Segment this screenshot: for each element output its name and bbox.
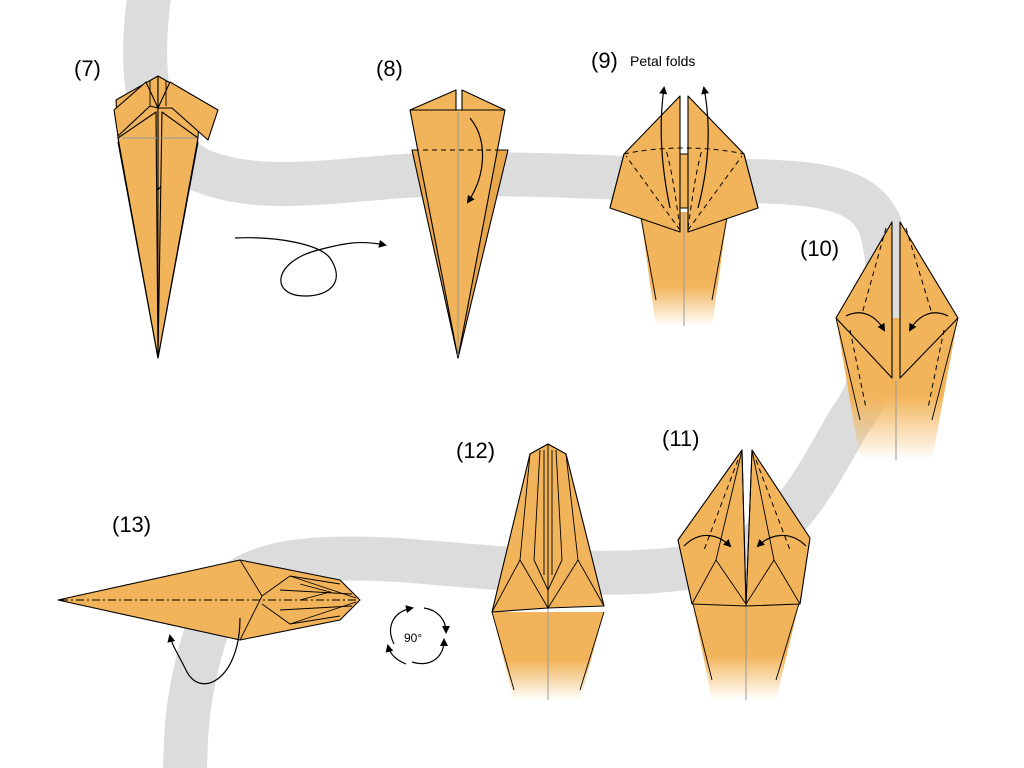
step-8-fold-arrow <box>466 117 484 204</box>
step-9-left-arrow <box>659 86 671 209</box>
step-7 <box>113 75 219 359</box>
step-13-fold-arrow <box>167 617 241 685</box>
step-8-label: (8) <box>376 56 403 81</box>
step-7-left-wing <box>113 81 159 137</box>
step-7-label: (7) <box>74 56 101 81</box>
step-10-label: (10) <box>800 236 839 261</box>
step-11-label: (11) <box>662 426 700 451</box>
step-12-label: (12) <box>456 438 495 463</box>
step-11-right-face <box>745 449 811 607</box>
step-10 <box>835 221 959 460</box>
rotate-symbol <box>385 605 450 665</box>
step-8-top-left <box>409 89 457 111</box>
step-9-note: Petal folds <box>630 53 695 69</box>
step-7-left-blade <box>117 111 159 359</box>
step-9-right-arrow <box>697 86 710 209</box>
step-12 <box>491 443 605 700</box>
turn-over-arrow <box>234 237 387 297</box>
step-10-left-arrow <box>845 312 885 332</box>
step-10-stem <box>836 318 958 460</box>
step-10-right-arrow <box>909 312 949 332</box>
step-11-right-arrow <box>756 534 807 548</box>
step-9 <box>609 86 759 326</box>
step-8-top-right <box>461 89 506 111</box>
step-8 <box>409 89 509 359</box>
step-9-label: (9) <box>591 48 618 73</box>
step-13 <box>57 559 361 685</box>
step-9-right-kite <box>687 95 759 233</box>
step-7-right-blade <box>157 111 199 359</box>
step-11-left-arrow <box>683 534 732 548</box>
rotate-label: 90° <box>404 631 422 645</box>
step-11 <box>677 449 811 700</box>
step-13-label: (13) <box>112 512 151 537</box>
step-7-right-wing <box>157 81 219 141</box>
